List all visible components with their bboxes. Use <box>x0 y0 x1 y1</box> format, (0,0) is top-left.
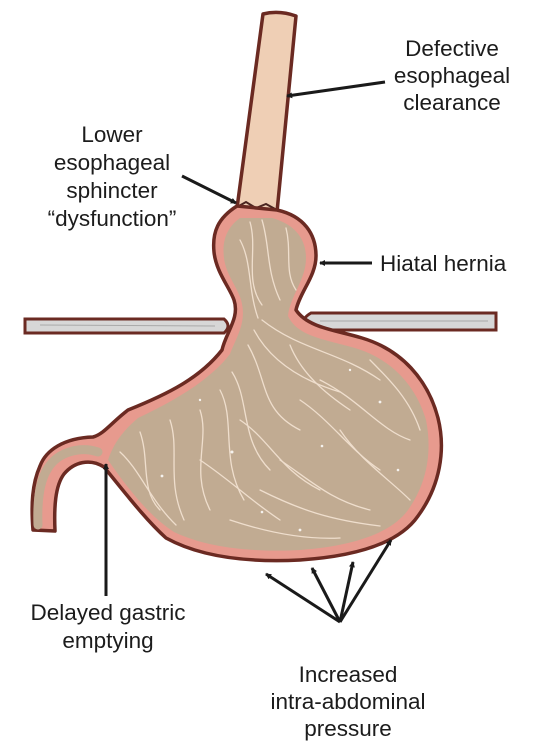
svg-text:intra-abdominal: intra-abdominal <box>270 689 425 714</box>
svg-text:Hiatal hernia: Hiatal hernia <box>380 251 507 276</box>
label-delayed-emptying: Delayed gastric emptying <box>30 600 185 653</box>
svg-text:emptying: emptying <box>62 628 153 653</box>
svg-text:clearance: clearance <box>403 90 501 115</box>
svg-text:sphincter: sphincter <box>66 178 158 203</box>
svg-text:Delayed gastric: Delayed gastric <box>30 600 185 625</box>
svg-text:Defective: Defective <box>405 36 499 61</box>
esophagus <box>237 12 296 212</box>
svg-text:esophageal: esophageal <box>394 63 510 88</box>
arrow-sphincter <box>182 176 236 203</box>
label-hiatal-hernia: Hiatal hernia <box>380 251 507 276</box>
label-defective-clearance: Defective esophageal clearance <box>394 36 510 115</box>
svg-text:Increased: Increased <box>299 662 398 687</box>
svg-text:pressure: pressure <box>304 716 392 741</box>
svg-text:esophageal: esophageal <box>54 150 170 175</box>
svg-text:“dysfunction”: “dysfunction” <box>48 206 177 231</box>
arrow-esophageal-clearance <box>287 82 385 96</box>
label-sphincter-dysfunction: Lower esophageal sphincter “dysfunction” <box>48 122 177 231</box>
label-intra-abdominal-pressure: Increased intra-abdominal pressure <box>270 662 425 741</box>
svg-text:Lower: Lower <box>81 122 143 147</box>
